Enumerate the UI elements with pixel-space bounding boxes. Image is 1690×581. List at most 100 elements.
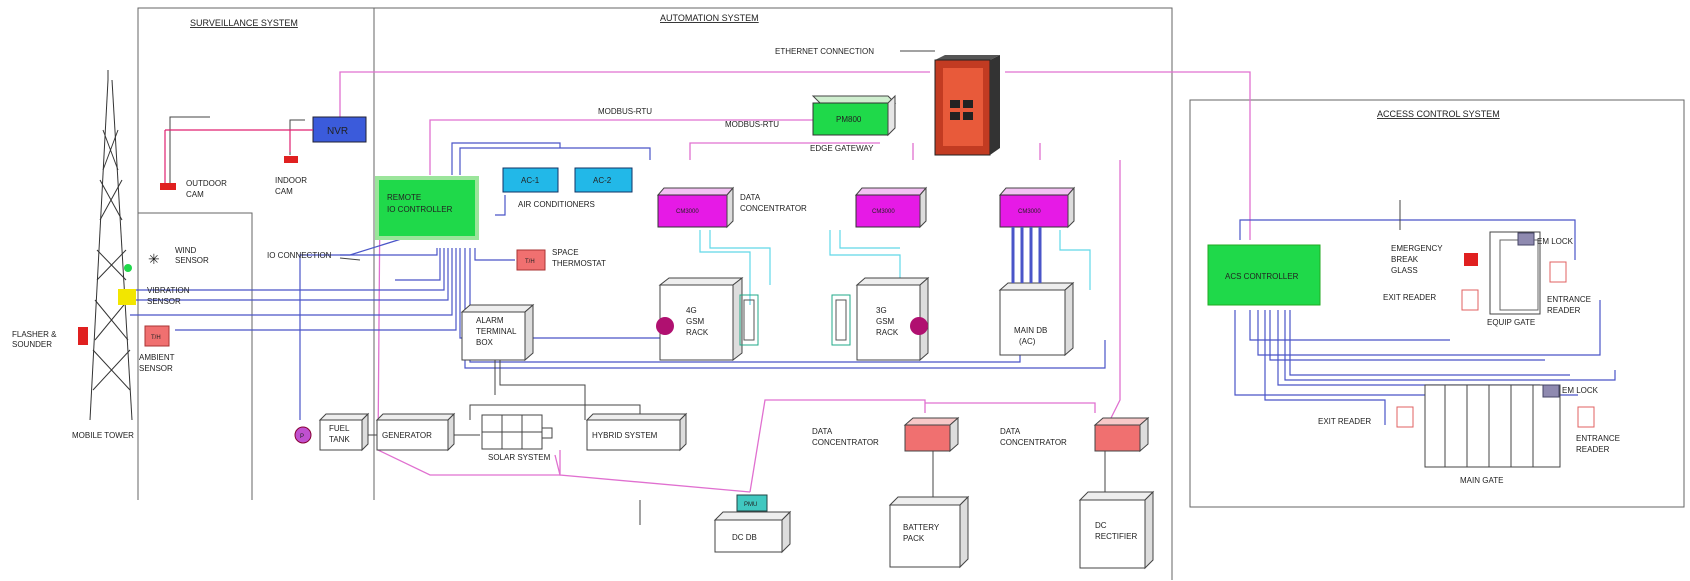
alarm-terminal-box xyxy=(460,303,535,362)
emergency-label-1: EMERGENCY xyxy=(1391,244,1443,253)
fuel-tank-label-2: TANK xyxy=(329,435,350,444)
acs-controller-label: ACS CONTROLLER xyxy=(1225,272,1299,281)
modbus-label-1: MODBUS-RTU xyxy=(598,107,652,116)
fuel-tank-label-1: FUEL xyxy=(329,424,350,433)
fuel-sensor-p xyxy=(294,426,312,444)
access-control-frame xyxy=(1189,99,1685,508)
space-thermostat-label-1: SPACE xyxy=(552,248,579,257)
edge-gateway-label: EDGE GATEWAY xyxy=(810,144,874,153)
rack-4g-label-3: RACK xyxy=(686,328,709,337)
pmu-box xyxy=(736,494,768,512)
surveillance-frame xyxy=(137,7,375,500)
dc-lower-right-label-1: DATA xyxy=(1000,427,1021,436)
surveillance-title: SURVEILLANCE SYSTEM xyxy=(190,18,298,28)
main-db-label-2: (AC) xyxy=(1019,337,1036,346)
wind-sensor-icon xyxy=(124,264,132,272)
emergency-label-3: GLASS xyxy=(1391,266,1418,275)
entrance-reader-2-label-2: READER xyxy=(1576,445,1610,454)
outdoor-cam-label-2: CAM xyxy=(186,190,204,199)
nvr-box xyxy=(312,116,367,143)
flasher-label-1: FLASHER & xyxy=(12,330,57,339)
main-gate xyxy=(1424,384,1561,468)
flasher-sounder-icon xyxy=(78,327,88,345)
mobile-tower xyxy=(89,70,133,421)
data-concentrator-box-2-label: CM3000 xyxy=(872,209,895,215)
wind-sensor-label-1: WIND xyxy=(175,246,197,255)
battery-pack-label-1: BATTERY xyxy=(903,523,940,532)
entrance-reader-2-label-1: ENTRANCE xyxy=(1576,434,1620,443)
nvr-label: NVR xyxy=(327,126,348,137)
em-lock-1-icon xyxy=(1517,232,1535,246)
rack-4g xyxy=(658,276,759,362)
data-concentrator-box-3-label: CM3000 xyxy=(1018,209,1041,215)
dark-lines xyxy=(169,116,1401,525)
outdoor-cam-label-1: OUTDOOR xyxy=(186,179,227,188)
edge-gateway-device xyxy=(934,55,1000,156)
generator-box xyxy=(375,412,456,452)
indoor-cam-icon xyxy=(284,156,298,163)
dc-db-box xyxy=(713,510,792,554)
vibration-sensor-icon xyxy=(118,289,136,305)
wind-sensor-label-2: SENSOR xyxy=(175,256,209,265)
entrance-reader-2-icon xyxy=(1577,406,1595,428)
entrance-reader-1-icon xyxy=(1549,261,1567,283)
indoor-cam-label-1: INDOOR xyxy=(275,176,307,185)
dc-rectifier-label-1: DC xyxy=(1095,521,1107,530)
battery-pack-box xyxy=(888,495,970,569)
pm800-label: PM800 xyxy=(836,115,862,124)
em-lock-2-icon xyxy=(1542,384,1560,398)
battery-pack-label-2: PACK xyxy=(903,534,925,543)
wind-sensor-symbol: ✳ xyxy=(148,251,160,267)
modbus-label-2: MODBUS-RTU xyxy=(725,120,779,129)
em-lock-2-label: EM LOCK xyxy=(1562,386,1599,395)
ambient-th-badge: T/H xyxy=(151,335,161,341)
ac1-label: AC-1 xyxy=(521,176,540,185)
remote-io-label-1: REMOTE xyxy=(387,193,421,202)
space-thermostat-badge: T/H xyxy=(525,259,535,265)
ambient-sensor-box xyxy=(144,325,170,347)
indoor-cam-label-2: CAM xyxy=(275,187,293,196)
mobile-tower-label: MOBILE TOWER xyxy=(72,431,134,440)
dc-db-label: DC DB xyxy=(732,533,757,542)
acs-controller xyxy=(1207,244,1321,306)
dc-rectifier-box xyxy=(1078,490,1155,570)
space-thermostat-label-2: THERMOSTAT xyxy=(552,259,606,268)
vibration-sensor-label-2: SENSOR xyxy=(147,297,181,306)
pmu-label: PMU xyxy=(744,502,757,508)
exit-reader-1-label: EXIT READER xyxy=(1383,293,1436,302)
dc-lower-right-label-2: CONCENTRATOR xyxy=(1000,438,1067,447)
em-lock-1-label: EM LOCK xyxy=(1537,237,1574,246)
automation-frame xyxy=(251,7,1173,580)
dc-rectifier-label-2: RECTIFIER xyxy=(1095,532,1137,541)
remote-io-label-2: IO CONTROLLER xyxy=(387,205,453,214)
data-concentrator-top-label-1: DATA xyxy=(740,193,761,202)
solar-system-panels xyxy=(481,414,553,450)
fuel-tank-box xyxy=(318,412,370,452)
equip-gate-inner xyxy=(1499,239,1539,311)
main-gate-label: MAIN GATE xyxy=(1460,476,1503,485)
exit-reader-1-icon xyxy=(1461,289,1479,311)
equip-gate-label: EQUIP GATE xyxy=(1487,318,1535,327)
emergency-label-2: BREAK xyxy=(1391,255,1419,264)
ac2-label: AC-2 xyxy=(593,176,612,185)
pink-lines xyxy=(339,71,1251,493)
emergency-break-glass-icon xyxy=(1464,253,1478,266)
main-db xyxy=(998,227,1075,357)
flasher-label-2: SOUNDER xyxy=(12,340,52,349)
data-concentrator-box-1 xyxy=(656,186,735,229)
rack-4g-label-1: 4G xyxy=(686,306,697,315)
data-concentrator-box-2 xyxy=(854,186,928,229)
data-concentrator-lower-right xyxy=(1093,416,1150,453)
alarm-box-label-2: TERMINAL xyxy=(476,327,517,336)
data-concentrator-top-label-2: CONCENTRATOR xyxy=(740,204,807,213)
space-thermostat-box xyxy=(516,249,546,271)
fuel-sensor-p-label: P xyxy=(300,434,304,440)
rack-3g-label-1: 3G xyxy=(876,306,887,315)
alarm-box-label-3: BOX xyxy=(476,338,494,347)
entrance-reader-1-label-2: READER xyxy=(1547,306,1581,315)
exit-reader-2-icon xyxy=(1396,406,1414,428)
rack-3g-label-3: RACK xyxy=(876,328,899,337)
alarm-box-label-1: ALARM xyxy=(476,316,504,325)
